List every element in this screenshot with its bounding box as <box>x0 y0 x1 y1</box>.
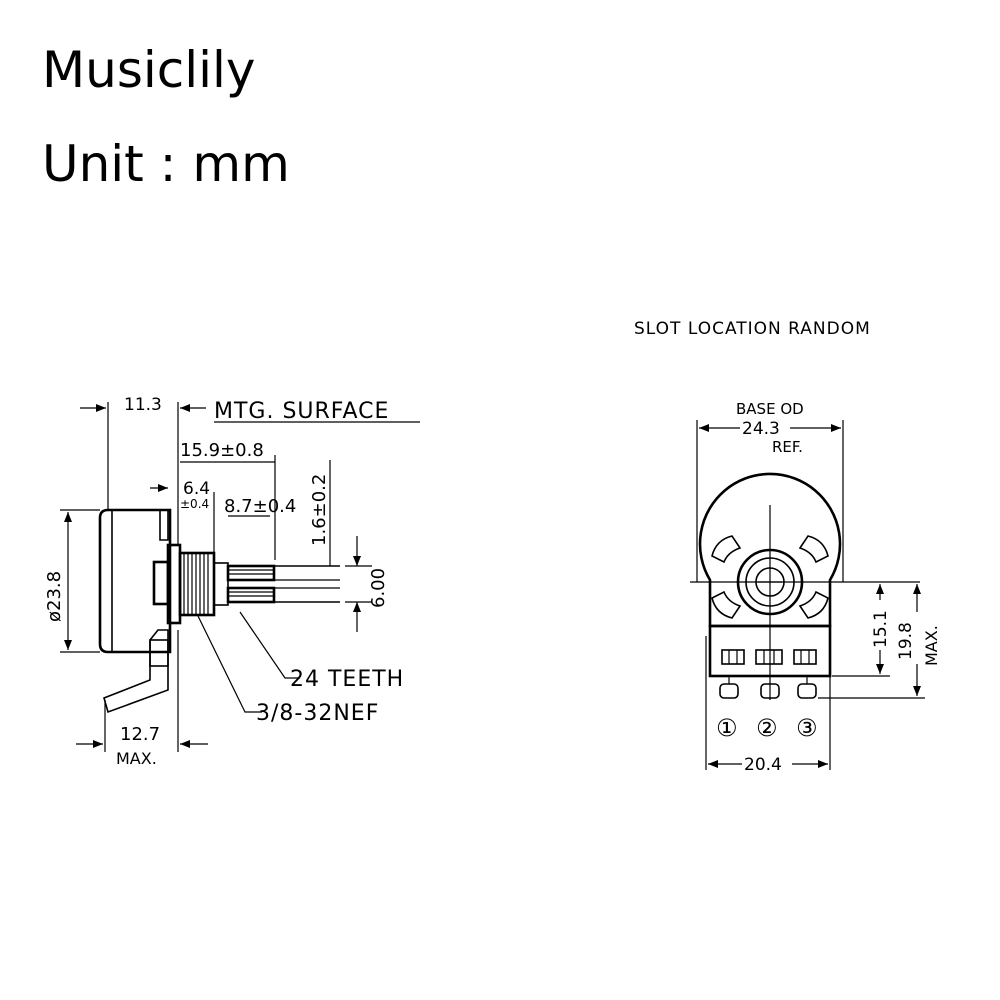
teeth-label: 24 TEETH <box>290 667 404 692</box>
pin-1-label: ① <box>716 714 738 742</box>
terminal-pins <box>719 676 817 699</box>
pot-body <box>98 508 172 654</box>
terminal-lug <box>149 639 169 667</box>
threaded-bushing <box>178 551 216 617</box>
dim-23-8: ø23.8 <box>44 571 65 622</box>
dim-12-7-max: MAX. <box>116 749 157 768</box>
dim-11-3: 11.3 <box>124 395 162 415</box>
dim-6-4-tol: ±0.4 <box>180 497 209 511</box>
teeth-leader <box>239 611 300 679</box>
dim-6-00: 6.00 <box>368 568 389 608</box>
base-disc <box>698 472 842 628</box>
pin-3-label: ③ <box>796 714 818 742</box>
mtg-surface-label: MTG. SURFACE <box>214 399 389 424</box>
terminal-bracket <box>103 629 169 714</box>
thread-label: 3/8-32NEF <box>256 701 379 726</box>
slot-top-right <box>798 535 829 564</box>
pin-2-label: ② <box>756 714 778 742</box>
thread-lines <box>183 553 209 615</box>
anti-rotation-tab <box>152 560 170 606</box>
slot-top-left <box>711 535 742 564</box>
knurled-shaft <box>213 562 340 606</box>
thread-leader <box>197 615 262 713</box>
dim-15-9: 15.9±0.8 <box>180 440 264 461</box>
slot-bottom-right <box>798 590 829 619</box>
dim-1-6: 1.6±0.2 <box>309 474 330 546</box>
top-lug <box>159 510 169 541</box>
side-view: 11.3 MTG. SURFACE 15.9±0.8 6.4 ±0.4 8.7±… <box>44 395 420 768</box>
dim-6-4: 6.4 <box>183 479 210 499</box>
slot-location-note: SLOT LOCATION RANDOM <box>634 319 871 339</box>
max-label: MAX. <box>922 625 941 666</box>
dim-15-1: 15.1 <box>871 610 891 648</box>
dim-8-7: 8.7±0.4 <box>224 496 296 517</box>
unit-label: Unit : mm <box>42 135 290 193</box>
terminal-rivets <box>721 649 817 665</box>
slot-bottom-left <box>711 590 742 619</box>
ref-label: REF. <box>772 438 803 456</box>
dim-19-8: 19.8 <box>896 622 916 660</box>
brand-title: Musiclily <box>42 41 256 99</box>
front-view: SLOT LOCATION RANDOM BASE OD 24.3 REF. <box>634 319 941 775</box>
dim-12-7: 12.7 <box>120 724 160 745</box>
base-od-label: BASE OD <box>736 400 804 418</box>
dim-20-4: 20.4 <box>744 755 782 775</box>
dim-24-3: 24.3 <box>742 419 780 439</box>
